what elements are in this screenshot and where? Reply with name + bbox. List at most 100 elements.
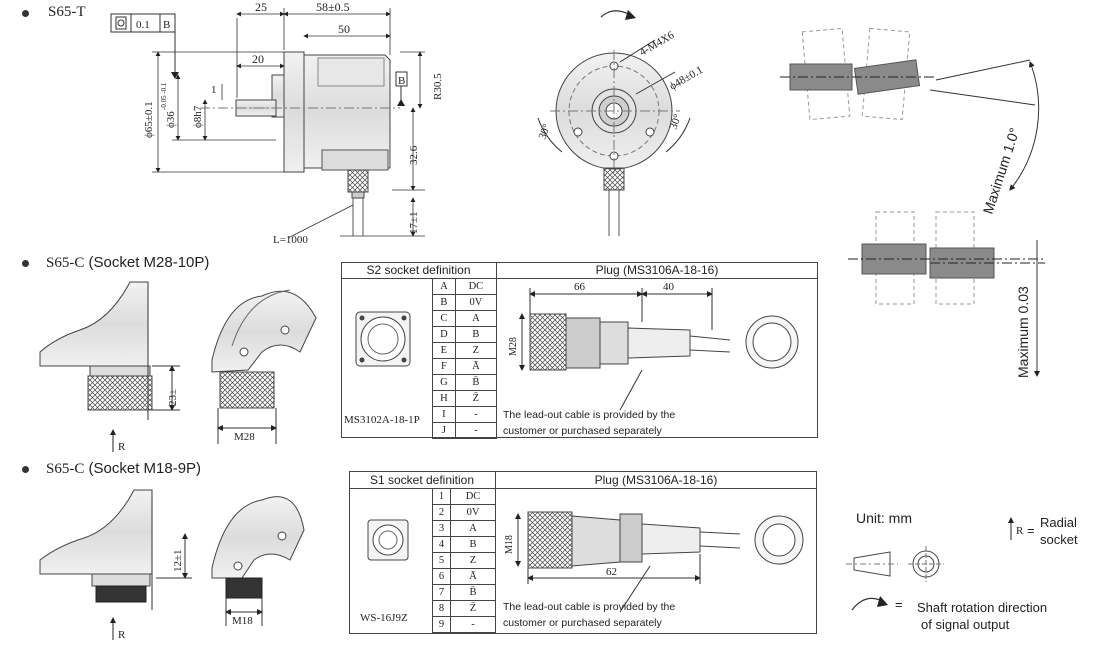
pin-signal: Z	[450, 552, 496, 569]
dim-phi36-tol: -0.05 -0.1	[160, 82, 168, 110]
side-dimensions	[152, 8, 425, 239]
pin-id: 3	[431, 520, 452, 537]
angle-right: 30°	[668, 112, 685, 131]
s2-definition-frame	[341, 262, 818, 438]
pin-signal: B	[454, 326, 498, 343]
pin-id: I	[432, 406, 456, 423]
dim-25: 25	[255, 0, 267, 14]
pin-signal: A	[450, 520, 496, 537]
model-s65-c-m18: S65-C (Socket M18-9P)	[46, 460, 201, 478]
dim-m28: M28	[234, 431, 255, 443]
dim-12: 12±1	[172, 549, 184, 572]
socket-m28-angled	[211, 289, 317, 444]
model-label: S65-C	[46, 461, 85, 477]
dim-phi48: ϕ48±0.1	[668, 64, 706, 93]
pin-signal: Ā	[454, 358, 498, 375]
legend-rot-text-1: Shaft rotation direction	[917, 600, 1048, 615]
dim-23: 23±	[167, 389, 179, 406]
bullet-t	[22, 10, 29, 17]
dim-1: 1	[211, 84, 217, 96]
pin-signal: -	[454, 406, 498, 423]
angular-misalignment	[780, 27, 1040, 191]
pin-id: 1	[431, 488, 452, 505]
bullet-c2	[22, 466, 29, 473]
radial-mark-m28: R	[118, 441, 126, 453]
s1-definition-frame	[349, 471, 817, 634]
flatness-value: 0.1	[136, 19, 150, 31]
pin-id: G	[432, 374, 456, 391]
socket-label: (Socket M18-9P)	[88, 460, 202, 477]
s2-part-number: MS3102A-18-1P	[344, 414, 420, 426]
pin-signal: 0V	[450, 504, 496, 521]
s2-dim-40: 40	[663, 281, 675, 293]
pin-id: 8	[431, 600, 452, 617]
flatness-datum: B	[163, 19, 170, 31]
pin-row: 9-	[431, 616, 496, 633]
s1-title: S1 socket definition	[369, 473, 475, 487]
s1-note-line-1: The lead-out cable is provided by the	[503, 601, 676, 613]
pin-id: 4	[431, 536, 452, 553]
dim-17: 17±1	[408, 211, 420, 234]
socket-m28-side	[39, 281, 180, 452]
s1-dim-m18: M18	[504, 535, 515, 554]
pin-signal: Z̄	[450, 600, 496, 617]
dim-58: 58±0.5	[316, 0, 350, 14]
s2-header-line	[341, 278, 818, 279]
bullet-c1	[22, 260, 29, 267]
pin-id: C	[432, 310, 456, 327]
s1-part-number: WS-16J9Z	[360, 612, 408, 624]
pin-id: D	[432, 326, 456, 343]
pin-signal: A	[454, 310, 498, 327]
flatness-tolerance-frame: 0.1 B	[110, 13, 179, 79]
pin-id: B	[432, 294, 456, 311]
encoder-body-side	[200, 51, 400, 236]
socket-label: (Socket M28-10P)	[88, 254, 210, 271]
thread-4-m4: 4-M4X6	[638, 29, 677, 59]
dim-r30: R30.5	[432, 73, 444, 100]
radial-mark-m18: R	[118, 629, 126, 641]
pin-signal: B̄	[454, 374, 498, 391]
datum-b-label: B	[398, 75, 405, 87]
angle-left: 30°	[537, 122, 554, 141]
s1-plug-drawing	[515, 511, 804, 613]
s2-dim-66: 66	[574, 281, 586, 293]
s2-plug-drawing	[519, 288, 799, 411]
legend-rot-eq: =	[895, 597, 903, 612]
s1-note: The lead-out cable is provided by the cu…	[503, 599, 675, 631]
pin-signal: 0V	[454, 294, 498, 311]
pin-signal: DC	[454, 278, 498, 295]
s1-note-line-2: customer or purchased separately	[503, 617, 662, 629]
dim-m18: M18	[232, 615, 253, 627]
dim-32: 32.6	[408, 145, 420, 165]
encoder-front-view	[537, 10, 691, 236]
pin-id: H	[432, 390, 456, 407]
pin-signal: B	[450, 536, 496, 553]
pin-id: 2	[431, 504, 452, 521]
pin-id: 6	[431, 568, 452, 585]
s2-note-line-2: customer or purchased separately	[503, 425, 662, 437]
pin-row: J-	[432, 422, 498, 439]
legend-radial-eq: =	[1027, 523, 1035, 538]
legend-rotation-icon	[851, 596, 888, 611]
legend-rot-text-2: of signal output	[921, 617, 1010, 632]
socket-m18-angled	[211, 496, 305, 626]
s2-note: The lead-out cable is provided by the cu…	[503, 407, 675, 439]
s1-divider	[495, 471, 496, 634]
unit-label: Unit: mm	[856, 510, 912, 526]
s1-plug-title: Plug (MS3106A-18-16)	[594, 473, 718, 487]
pin-id: E	[432, 342, 456, 359]
cable-length: L=1000	[273, 234, 308, 246]
